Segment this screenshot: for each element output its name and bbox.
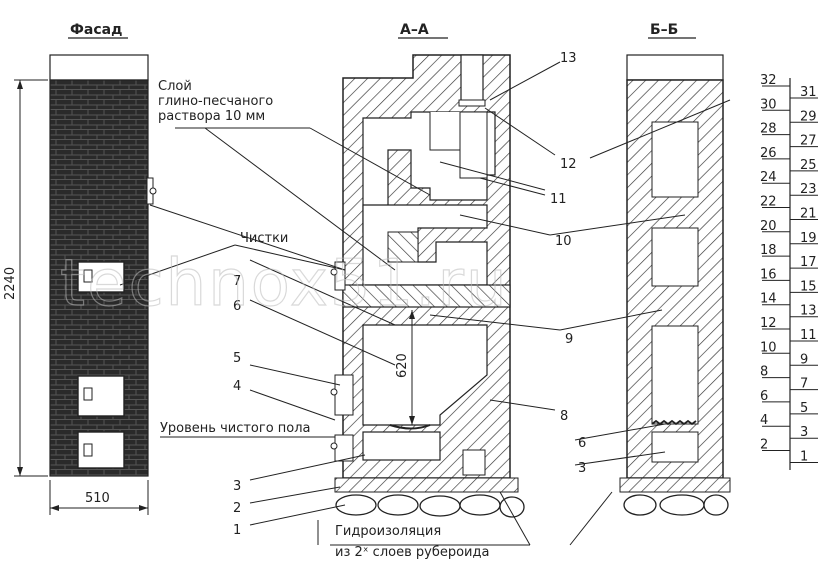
section-aa-view: 620 bbox=[330, 54, 525, 518]
scale-label-left: 10 bbox=[760, 340, 777, 355]
scale-label-right: 7 bbox=[800, 377, 808, 392]
facade-view: 2240 510 bbox=[3, 54, 157, 515]
scale-label-left: 16 bbox=[760, 267, 777, 282]
callout-12: 12 bbox=[560, 157, 577, 172]
callout-3: 3 bbox=[233, 479, 241, 494]
note-floor-level: Уровень чистого пола bbox=[160, 421, 311, 436]
callout-10: 10 bbox=[555, 234, 572, 249]
scale-label-right: 1 bbox=[800, 450, 808, 465]
scale-label-left: 8 bbox=[760, 365, 768, 380]
scale-label-right: 27 bbox=[800, 134, 817, 149]
callout-6: 6 bbox=[233, 299, 241, 314]
callout-6-bb: 6 bbox=[578, 436, 586, 451]
scale-label-left: 26 bbox=[760, 146, 777, 161]
note-clay-line1: Слой bbox=[158, 79, 192, 94]
scale-label-left: 2 bbox=[760, 438, 768, 453]
watermark: technox51.ru bbox=[60, 247, 509, 321]
note-cleanouts: Чистки bbox=[240, 231, 288, 246]
firebox-dimension: 620 bbox=[395, 353, 410, 378]
scale-label-right: 13 bbox=[800, 304, 817, 319]
scale-label-left: 24 bbox=[760, 170, 777, 185]
scale-label-right: 29 bbox=[800, 109, 817, 124]
scale-label-left: 14 bbox=[760, 292, 777, 307]
callout-8: 8 bbox=[560, 409, 568, 424]
scale-label-right: 19 bbox=[800, 231, 817, 246]
annotations bbox=[119, 61, 731, 546]
callout-3-bb: 3 bbox=[578, 461, 586, 476]
scale-label-left: 32 bbox=[760, 73, 777, 88]
section-bb-view bbox=[619, 54, 731, 516]
scale-label-right: 15 bbox=[800, 279, 817, 294]
scale-label-left: 6 bbox=[760, 389, 768, 404]
scale-label-left: 20 bbox=[760, 219, 777, 234]
callout-11: 11 bbox=[550, 192, 567, 207]
scale-label-right: 11 bbox=[800, 328, 817, 343]
callout-1: 1 bbox=[233, 523, 241, 538]
scale-label-right: 23 bbox=[800, 182, 817, 197]
scale-label-right: 9 bbox=[800, 352, 808, 367]
callout-9: 9 bbox=[565, 332, 573, 347]
scale-label-left: 18 bbox=[760, 243, 777, 258]
section-aa-title: А–А bbox=[400, 22, 429, 38]
note-waterproofing-line2: из 2ˣ слоев рубероида bbox=[335, 545, 489, 560]
scale-label-right: 31 bbox=[800, 85, 817, 100]
note-clay-layer: Слой глино-песчаного раствора 10 мм bbox=[158, 79, 273, 124]
scale-label-left: 12 bbox=[760, 316, 777, 331]
scale-label-left: 22 bbox=[760, 195, 777, 210]
scale-label-right: 25 bbox=[800, 158, 817, 173]
callout-13: 13 bbox=[560, 51, 577, 66]
section-bb-title: Б–Б bbox=[650, 22, 678, 38]
scale-label-right: 3 bbox=[800, 425, 808, 440]
callout-7: 7 bbox=[233, 274, 241, 289]
scale-label-left: 4 bbox=[760, 413, 768, 428]
row-scale: 3230282624222018161412108642312927252321… bbox=[760, 73, 818, 470]
scale-label-right: 5 bbox=[800, 401, 808, 416]
note-clay-line3: раствора 10 мм bbox=[158, 109, 265, 124]
callout-4: 4 bbox=[233, 379, 241, 394]
height-dimension: 2240 bbox=[3, 267, 18, 300]
callout-2: 2 bbox=[233, 501, 241, 516]
callout-5: 5 bbox=[233, 351, 241, 366]
scale-label-right: 17 bbox=[800, 255, 817, 270]
scale-label-right: 21 bbox=[800, 207, 817, 222]
facade-title: Фасад bbox=[70, 22, 122, 38]
note-clay-line2: глино-песчаного bbox=[158, 94, 273, 109]
width-dimension: 510 bbox=[85, 491, 110, 506]
scale-label-left: 28 bbox=[760, 122, 777, 137]
note-waterproofing-line1: Гидроизоляция bbox=[335, 524, 441, 539]
scale-label-left: 30 bbox=[760, 97, 777, 112]
